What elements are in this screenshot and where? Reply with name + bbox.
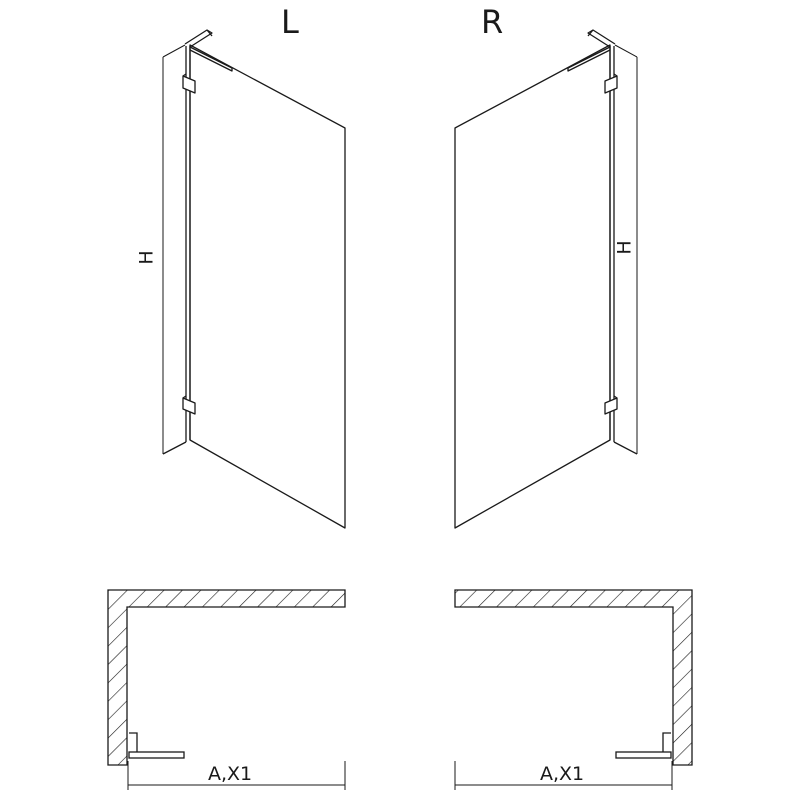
right-upper-hinge bbox=[604, 73, 618, 94]
right-top-bracket bbox=[567, 29, 616, 72]
right-glass-panel bbox=[454, 44, 611, 529]
left-lower-hinge bbox=[182, 395, 196, 415]
left-width-label: A,X1 bbox=[208, 763, 253, 785]
left-height-label: H bbox=[135, 250, 158, 265]
right-plan-view bbox=[454, 589, 693, 790]
view-label-left: L bbox=[281, 3, 299, 41]
right-width-dimension bbox=[454, 761, 673, 790]
left-glass-panel bbox=[189, 44, 346, 529]
left-width-dimension bbox=[127, 761, 346, 790]
view-label-right: R bbox=[481, 3, 504, 41]
right-height-label: H bbox=[613, 240, 636, 255]
right-height-dimension bbox=[614, 44, 638, 454]
left-upper-hinge bbox=[182, 73, 196, 94]
left-plan-glass bbox=[128, 732, 185, 759]
left-top-bracket bbox=[184, 29, 233, 72]
left-panel-view bbox=[162, 29, 346, 529]
right-plan-glass bbox=[615, 732, 672, 759]
left-height-dimension bbox=[162, 44, 186, 454]
left-plan-view bbox=[107, 589, 346, 790]
right-panel-view bbox=[454, 29, 638, 529]
right-plan-wall bbox=[454, 589, 693, 766]
right-lower-hinge bbox=[604, 395, 618, 415]
right-width-label: A,X1 bbox=[540, 763, 585, 785]
left-plan-wall bbox=[107, 589, 346, 766]
